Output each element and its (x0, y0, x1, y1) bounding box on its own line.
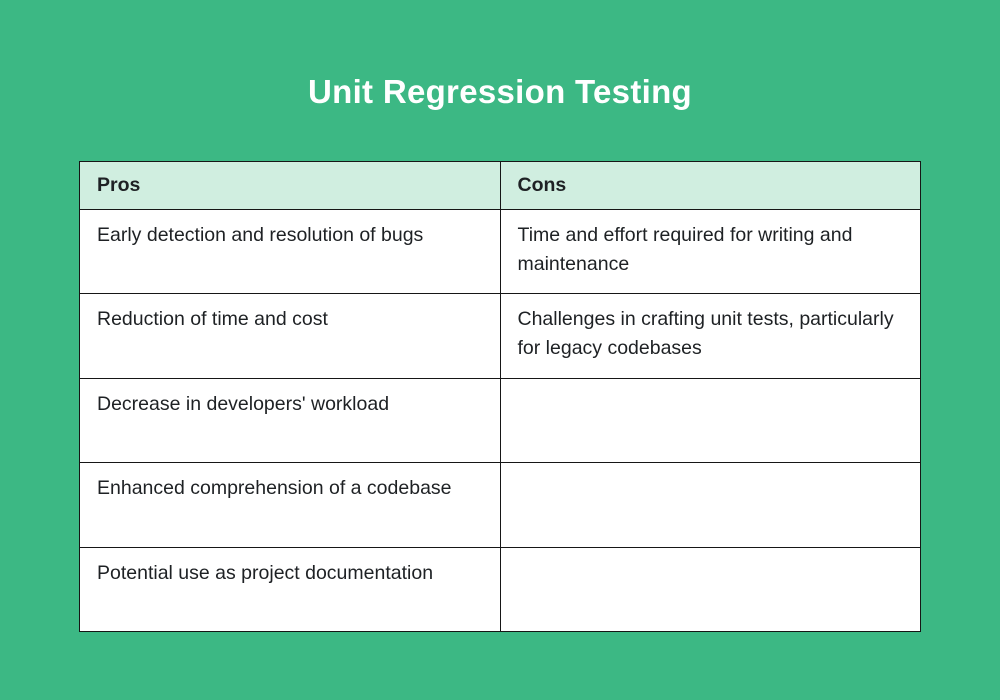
cons-column-header: Cons (499, 161, 921, 210)
pros-cons-table: Pros Cons Early detection and resolution… (79, 161, 921, 632)
pros-cell: Decrease in developers' workload (79, 377, 501, 464)
cons-cell (499, 546, 921, 632)
table-row: Early detection and resolution of bugs T… (79, 208, 921, 295)
pros-column-header: Pros (79, 161, 501, 210)
table-row: Reduction of time and cost Challenges in… (79, 293, 921, 379)
table-header-row: Pros Cons (79, 161, 921, 210)
cons-cell: Time and effort required for writing and… (499, 208, 921, 295)
page-title: Unit Regression Testing (308, 73, 692, 110)
pros-cell: Potential use as project documentation (79, 546, 501, 632)
table-row: Enhanced comprehension of a codebase (79, 462, 921, 548)
pros-cell: Reduction of time and cost (79, 293, 501, 379)
pros-cell: Early detection and resolution of bugs (79, 208, 501, 295)
pros-cell: Enhanced comprehension of a codebase (79, 462, 501, 548)
table-row: Decrease in developers' workload (79, 377, 921, 464)
cons-cell: Challenges in crafting unit tests, parti… (499, 293, 921, 379)
cons-cell (499, 462, 921, 548)
table-row: Potential use as project documentation (79, 546, 921, 632)
cons-cell (499, 377, 921, 464)
